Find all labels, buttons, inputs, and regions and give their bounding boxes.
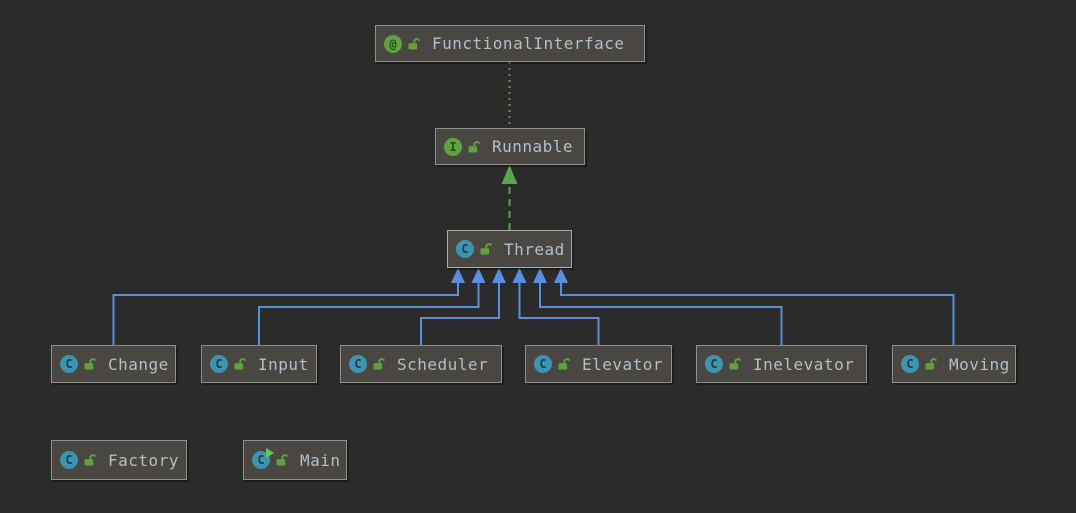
edge-inelevator-extends-thread[interactable] [533,268,783,345]
class-icon: C [901,355,919,373]
interface-node-runnable[interactable]: I Runnable [435,128,585,165]
class-icon: C [210,355,228,373]
node-label: Inelevator [753,354,855,374]
unlocked-icon [479,242,493,256]
node-label: Change [108,354,169,374]
class-icon: C [60,355,78,373]
edge-input-extends-thread[interactable] [258,268,486,345]
unlocked-icon [557,357,571,371]
unlocked-icon [83,453,97,467]
extends-arrowhead [492,268,506,283]
node-label: FunctionalInterface [432,34,625,53]
extends-arrowhead [512,268,527,283]
edge-change-extends-thread[interactable] [112,268,466,345]
node-label: Thread [504,239,565,259]
node-label: Runnable [492,137,574,156]
extends-arrowhead [451,268,465,283]
class-icon: C [60,451,78,469]
class-icon: C [534,355,552,373]
edge-scheduler-extends-thread[interactable] [420,268,506,345]
node-label: Input [258,354,309,374]
node-label: Scheduler [397,354,489,374]
edge-elevator-extends-thread[interactable] [512,268,600,345]
annotation-node-functionalinterface[interactable]: @ FunctionalInterface [375,25,645,62]
class-node-main[interactable]: C Main [243,440,347,480]
edge-moving-extends-thread[interactable] [554,268,955,345]
node-label: Factory [108,450,179,470]
unlocked-icon [407,37,421,51]
class-node-moving[interactable]: C Moving [892,345,1016,383]
class-node-factory[interactable]: C Factory [51,440,187,480]
unlocked-icon [728,357,742,371]
unlocked-icon [83,357,97,371]
unlocked-icon [275,453,289,467]
implements-arrowhead [501,165,518,184]
unlocked-icon [233,357,247,371]
run-badge-icon [266,448,274,458]
class-node-thread[interactable]: C Thread [447,230,572,268]
unlocked-icon [467,140,481,154]
class-icon: C [705,355,723,373]
unlocked-icon [924,357,938,371]
class-icon: C [349,355,367,373]
class-node-elevator[interactable]: C Elevator [525,345,672,383]
class-node-inelevator[interactable]: C Inelevator [696,345,867,383]
edge-thread-implements-runnable[interactable] [501,165,518,230]
interface-icon: I [444,137,462,156]
extends-arrowhead [533,268,547,283]
node-label: Main [300,450,341,470]
class-node-scheduler[interactable]: C Scheduler [340,345,502,383]
node-label: Elevator [582,354,664,374]
node-label: Moving [949,354,1010,374]
class-node-change[interactable]: C Change [51,345,176,383]
unlocked-icon [372,357,386,371]
annotation-icon: @ [384,34,402,53]
class-node-input[interactable]: C Input [201,345,317,383]
runnable-class-icon: C [252,448,274,469]
extends-arrowhead [554,268,568,283]
class-icon: C [456,240,474,258]
extends-arrowhead [471,268,486,283]
